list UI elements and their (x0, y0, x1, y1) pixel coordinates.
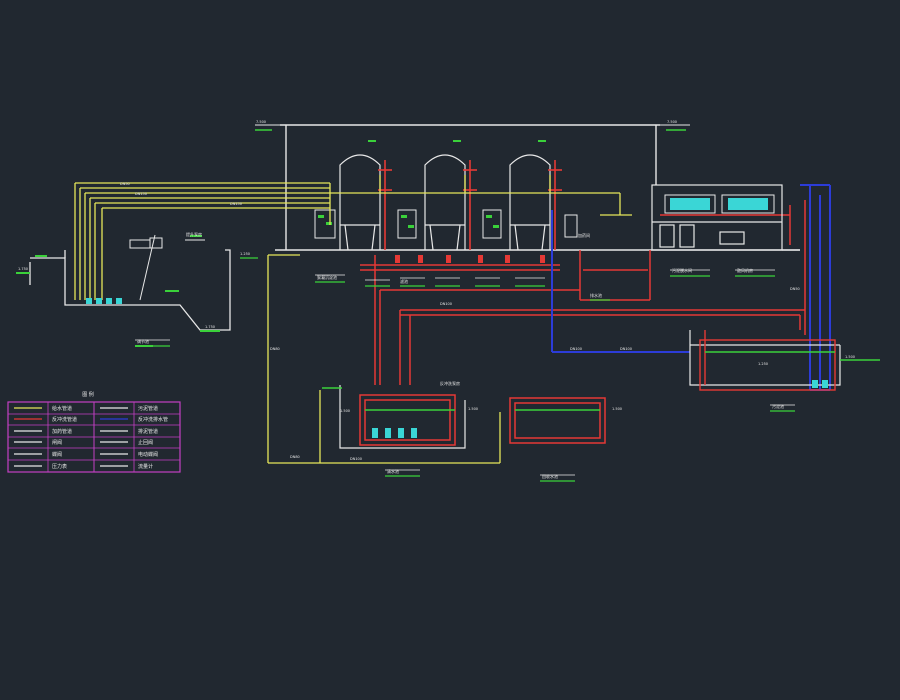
structure-labels: 调节池 提升泵房 清水池 回收水池 污泥池 排水池 絮凝沉淀池 滤池 加药间 污… (137, 231, 784, 479)
yellow-supply-pipes (74, 175, 632, 300)
elevation-labels: 1.750 1.750 1.500 1.500 1.500 1.500 1.25… (18, 252, 855, 413)
red-process-pipes (360, 200, 811, 385)
elevation-label: 7.500 (256, 120, 266, 124)
roof-elevation-marks: 7.500 7.500 (255, 120, 690, 131)
structure-label: 滤池 (400, 278, 408, 284)
structure-label: 加药间 (578, 232, 590, 238)
pipe-size-label: DN150 (230, 202, 242, 206)
legend-label: 加药管道 (52, 428, 72, 435)
elevation-label: 1.250 (758, 362, 768, 366)
clear-water-green (322, 387, 455, 411)
elevation-label: 1.500 (612, 407, 622, 411)
recovery-pool-green (705, 351, 880, 361)
pipe-size-labels: DN150 DN150 DN100 DN100 DN100 DN100 DN80… (120, 182, 800, 461)
yellow-return-pipe (267, 254, 501, 464)
legend-symbols (14, 407, 128, 467)
silo-green-valves (318, 140, 546, 228)
main-building-outline (275, 124, 800, 251)
structure-label: 污泥脱水间 (672, 267, 692, 273)
pipe-size-label: DN150 (135, 192, 147, 196)
pipe-size-label: DN100 (350, 457, 362, 461)
legend-label: 止回阀 (138, 439, 153, 446)
clear-water-pumps (372, 428, 417, 438)
legend-label: 反冲洗管道 (52, 416, 77, 423)
tank-agitator (129, 234, 205, 301)
structure-label: 反冲洗泵房 (440, 380, 460, 386)
legend-label: 排泥管道 (138, 428, 158, 435)
underline-labels-green (135, 257, 795, 482)
silo-red-piping (378, 160, 562, 250)
elevation-label: 1.500 (468, 407, 478, 411)
recovery-pool-red (699, 330, 836, 391)
legend-label: 污泥管道 (138, 405, 158, 412)
right-building-equipment (670, 198, 768, 210)
pipe-size-label: DN100 (620, 347, 632, 351)
elevation-label: 1.500 (845, 355, 855, 359)
legend-label: 反冲洗排水管 (138, 416, 168, 423)
legend-label: 闸阀 (52, 439, 62, 446)
pipe-size-label: DN100 (570, 347, 582, 351)
tank-pumps (86, 298, 122, 304)
silo-3 (509, 154, 551, 251)
elevation-label: 7.500 (667, 120, 677, 124)
elevation-label: 1.500 (340, 409, 350, 413)
pipe-size-label: DN50 (790, 287, 800, 291)
sludge-tank (509, 397, 606, 444)
legend-label: 电动蝶阀 (138, 451, 158, 458)
structure-label: 提升泵房 (186, 231, 202, 237)
recovery-pool (689, 330, 841, 386)
red-pump-valves (395, 255, 545, 263)
elevation-label: 1.750 (205, 325, 215, 329)
structure-label: 调节池 (137, 338, 149, 344)
pipe-size-label: DN100 (440, 302, 452, 306)
pipe-size-label: DN50 (120, 182, 130, 186)
silo-2 (424, 154, 466, 251)
legend-label: 蝶阀 (52, 451, 62, 458)
structure-label: 鼓风机房 (737, 267, 753, 273)
tank-green-marks (16, 235, 220, 347)
pipe-size-label: DN80 (290, 455, 300, 459)
silo-1 (339, 154, 381, 251)
silo-base-equipment (314, 209, 578, 239)
legend-label: 压力表 (52, 463, 67, 470)
annotation-marks (135, 269, 795, 476)
clear-water-tank (359, 394, 456, 446)
regulating-tank (29, 249, 231, 331)
recovery-pumps (812, 380, 828, 388)
structure-label: 排水池 (590, 292, 602, 298)
legend-title: 图 例 (82, 391, 94, 398)
right-building-frames (664, 194, 775, 214)
pipe-size-label: DN80 (270, 347, 280, 351)
legend-label: 给水管道 (52, 405, 72, 412)
clear-water-tank-outline (339, 385, 466, 449)
elevation-label: 1.750 (18, 267, 28, 271)
structure-label: 絮凝沉淀池 (317, 274, 337, 280)
legend-grid (8, 402, 180, 472)
legend: 图 例 给水管道 污泥管道 (7, 391, 181, 473)
structure-label: 清水池 (387, 468, 399, 474)
right-building (651, 184, 800, 251)
elevation-label: 1.250 (240, 252, 250, 256)
structure-label: 回收水池 (542, 473, 558, 479)
legend-labels: 给水管道 污泥管道 反冲洗管道 反冲洗排水管 加药管道 排泥管道 闸阀 止回阀 … (52, 405, 168, 470)
structure-label: 污泥池 (772, 403, 784, 409)
legend-label: 流量计 (138, 463, 153, 470)
